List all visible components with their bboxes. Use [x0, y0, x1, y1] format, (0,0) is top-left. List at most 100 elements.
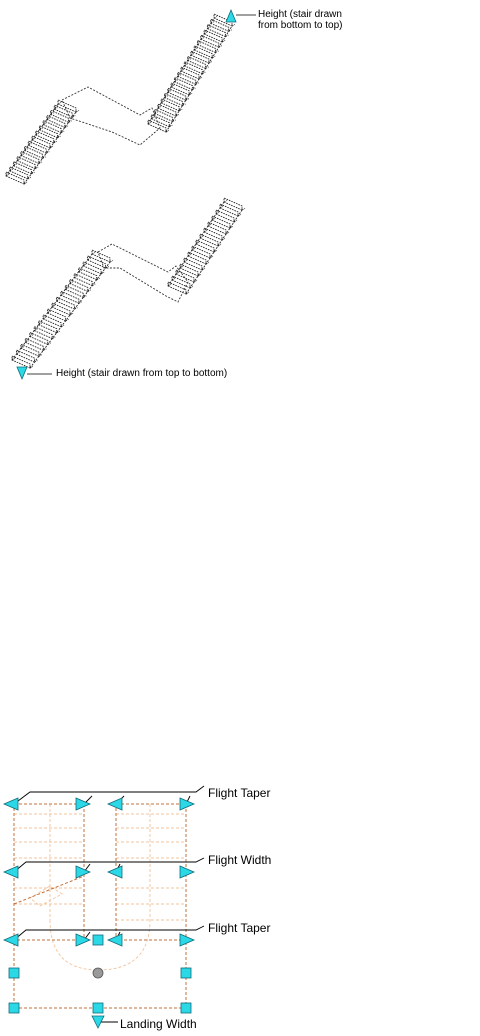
stair-iso-drawing — [11, 197, 246, 381]
taper-grip-left-icon[interactable] — [2, 797, 19, 811]
upper-flight — [147, 13, 236, 133]
stair-step — [91, 249, 114, 263]
square-grip-icon[interactable] — [92, 1002, 104, 1014]
stair-step — [179, 263, 202, 277]
stair-step — [82, 261, 105, 275]
stair-step — [12, 161, 35, 175]
stair-step — [24, 145, 46, 159]
stair-step — [215, 209, 238, 223]
stair-step — [69, 278, 91, 293]
stair-step — [87, 255, 109, 269]
stair-step — [42, 119, 65, 134]
square-grip-group — [8, 934, 192, 1014]
stair-step — [38, 319, 60, 334]
landing-width-grip-icon[interactable] — [91, 1015, 105, 1029]
stair-step — [73, 272, 96, 287]
flight-taper-label-bottom: Flight Taper — [208, 921, 271, 935]
stair-step — [47, 308, 69, 322]
stair-step — [46, 114, 69, 129]
stringer-line — [11, 253, 93, 361]
stringer-line — [147, 17, 215, 125]
stair-plan-drawing — [2, 785, 205, 1029]
stair-step — [164, 92, 186, 107]
stair-step — [219, 203, 242, 217]
stair-step — [191, 245, 214, 259]
height-label: Height (stair drawn from bottom to top) — [258, 9, 342, 31]
stair-step — [187, 251, 210, 265]
height-grip-icon[interactable] — [16, 366, 28, 381]
height-label: Height (stair drawn from top to bottom) — [56, 368, 228, 379]
lower-flight — [5, 99, 80, 185]
stringer-line — [23, 111, 77, 185]
stair-step — [20, 343, 43, 357]
stair-step — [15, 349, 38, 363]
square-grip-icon[interactable] — [8, 1002, 20, 1014]
stair-step — [78, 266, 100, 281]
stair-step — [170, 82, 193, 96]
stair-step — [9, 166, 31, 180]
width-grip-left-icon[interactable] — [2, 865, 19, 879]
stair-step — [16, 155, 39, 170]
stair-step — [33, 325, 56, 340]
lower-flight — [11, 249, 114, 369]
stair-step — [171, 275, 194, 289]
flight-taper-label-top: Flight Taper — [208, 786, 271, 800]
square-grip-icon[interactable] — [180, 967, 192, 979]
landing-width-label: Landing Width — [120, 1017, 197, 1031]
stair-step — [199, 233, 222, 247]
stair-step — [160, 98, 183, 112]
stair-step — [64, 284, 87, 299]
height-label-line1: Height (stair drawn — [258, 9, 342, 20]
upper-flight — [167, 197, 246, 295]
stair-step — [211, 215, 234, 229]
stair-step — [183, 257, 206, 271]
stair-step — [29, 331, 51, 346]
taper-grip-right-icon[interactable] — [75, 933, 92, 947]
height-grip-icon[interactable] — [225, 8, 237, 23]
stair-step — [195, 239, 218, 253]
taper-grip-left-icon[interactable] — [106, 933, 123, 947]
taper-grip-right-icon[interactable] — [179, 933, 196, 947]
stair-step — [11, 355, 34, 369]
width-grip-right-icon[interactable] — [75, 865, 92, 879]
stringer-line — [167, 201, 225, 287]
taper-grip-left-icon[interactable] — [106, 797, 123, 811]
width-grip-left-icon[interactable] — [106, 865, 123, 879]
stair-plan-view: Flight Taper Flight Width Flight Taper L… — [0, 770, 480, 1036]
stair-step — [173, 76, 196, 91]
stringer-line — [185, 209, 243, 295]
square-grip-icon[interactable] — [180, 1002, 192, 1014]
landing-outline — [97, 243, 189, 303]
taper-grip-right-icon[interactable] — [75, 797, 92, 811]
stair-step — [38, 125, 61, 139]
stair-step — [167, 87, 190, 101]
stair-step — [177, 71, 199, 85]
stair-step — [51, 302, 74, 316]
stair-step — [53, 104, 76, 118]
stringer-line — [165, 25, 233, 133]
stair-step — [167, 281, 190, 295]
stringer-line — [29, 261, 111, 369]
stair-step — [180, 66, 203, 80]
landing-outline — [61, 86, 161, 146]
square-grip-icon[interactable] — [92, 934, 104, 946]
leader-lines — [13, 785, 205, 1023]
stair-step — [175, 269, 198, 283]
stair-step — [203, 227, 226, 241]
flight-width-label: Flight Width — [208, 853, 272, 867]
stair-step — [35, 130, 57, 144]
taper-grip-right-icon[interactable] — [179, 797, 196, 811]
center-grip-icon[interactable] — [92, 967, 104, 979]
square-grip-icon[interactable] — [8, 967, 20, 979]
width-grip-right-icon[interactable] — [179, 865, 196, 879]
stair-step — [55, 296, 78, 310]
stair-step — [24, 337, 47, 352]
stair-step — [50, 109, 72, 123]
stair-iso-top-to-bottom: Height (stair drawn from top to bottom) — [0, 190, 480, 400]
stair-step — [207, 221, 230, 235]
stair-step — [60, 290, 83, 304]
stair-step — [20, 150, 43, 165]
stair-step — [31, 135, 54, 149]
taper-grip-left-icon[interactable] — [2, 933, 19, 947]
stringer-line — [5, 103, 59, 177]
